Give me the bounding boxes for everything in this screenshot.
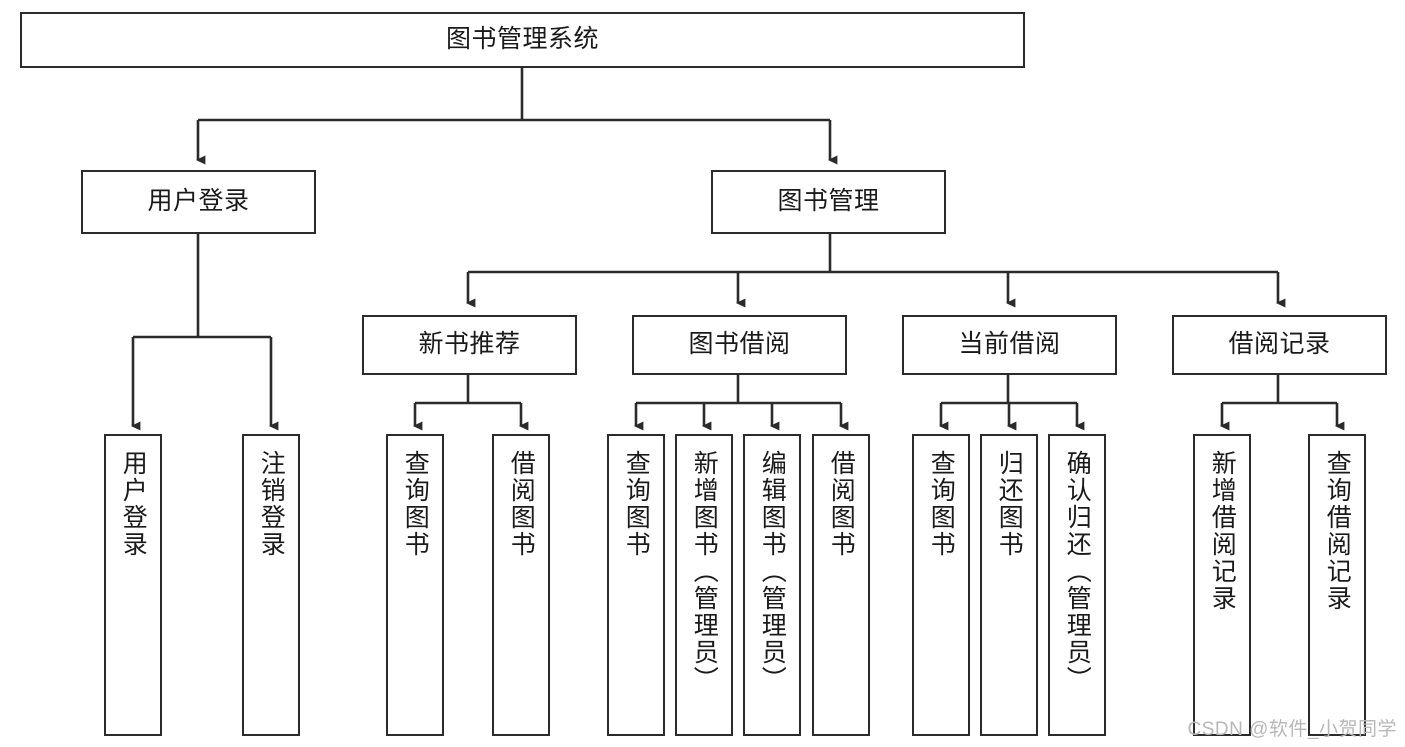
leaf-newbook-query-book[interactable]: 查询图书 [386,434,444,736]
node-label: 图书管理 [777,187,880,216]
node-label: 用户登录 [119,450,148,558]
node-label: 新增借阅记录 [1208,450,1237,612]
node-label: 借阅记录 [1228,330,1331,359]
node-label: 归还图书 [995,450,1024,558]
node-label: 确认归还（管理员） [1063,450,1092,693]
node-label: 查询图书 [622,450,651,558]
node-label: 查询图书 [401,450,430,558]
node-book-management[interactable]: 图书管理 [711,170,946,234]
node-label: 编辑图书（管理员） [758,450,787,693]
node-root-book-management-system[interactable]: 图书管理系统 [20,12,1025,68]
leaf-borrowrecord-add-record[interactable]: 新增借阅记录 [1193,434,1251,736]
leaf-currentborrow-confirm-return-admin[interactable]: 确认归还（管理员） [1048,434,1106,736]
leaf-bookborrow-add-book-admin[interactable]: 新增图书（管理员） [675,434,733,736]
leaf-borrowrecord-query-record[interactable]: 查询借阅记录 [1308,434,1366,736]
leaf-user-login[interactable]: 用户登录 [104,434,162,736]
node-new-book-recommend[interactable]: 新书推荐 [362,315,577,375]
node-user-login[interactable]: 用户登录 [81,170,316,234]
node-current-borrow[interactable]: 当前借阅 [902,315,1117,375]
node-borrow-record[interactable]: 借阅记录 [1172,315,1387,375]
leaf-bookborrow-query-book[interactable]: 查询图书 [607,434,665,736]
node-label: 借阅图书 [827,450,856,558]
leaf-currentborrow-return-book[interactable]: 归还图书 [980,434,1038,736]
node-label: 查询借阅记录 [1323,450,1352,612]
node-label: 查询图书 [927,450,956,558]
node-label: 新书推荐 [418,330,521,359]
node-label: 当前借阅 [958,330,1061,359]
leaf-currentborrow-query-book[interactable]: 查询图书 [912,434,970,736]
leaf-logout[interactable]: 注销登录 [242,434,300,736]
node-label: 图书管理系统 [445,25,599,54]
node-book-borrow[interactable]: 图书借阅 [632,315,847,375]
leaf-bookborrow-borrow-book[interactable]: 借阅图书 [812,434,870,736]
node-label: 新增图书（管理员） [690,450,719,693]
node-label: 注销登录 [257,450,286,558]
node-label: 用户登录 [147,187,250,216]
node-label: 图书借阅 [688,330,791,359]
node-label: 借阅图书 [507,450,536,558]
leaf-newbook-borrow-book[interactable]: 借阅图书 [492,434,550,736]
leaf-bookborrow-edit-book-admin[interactable]: 编辑图书（管理员） [743,434,801,736]
